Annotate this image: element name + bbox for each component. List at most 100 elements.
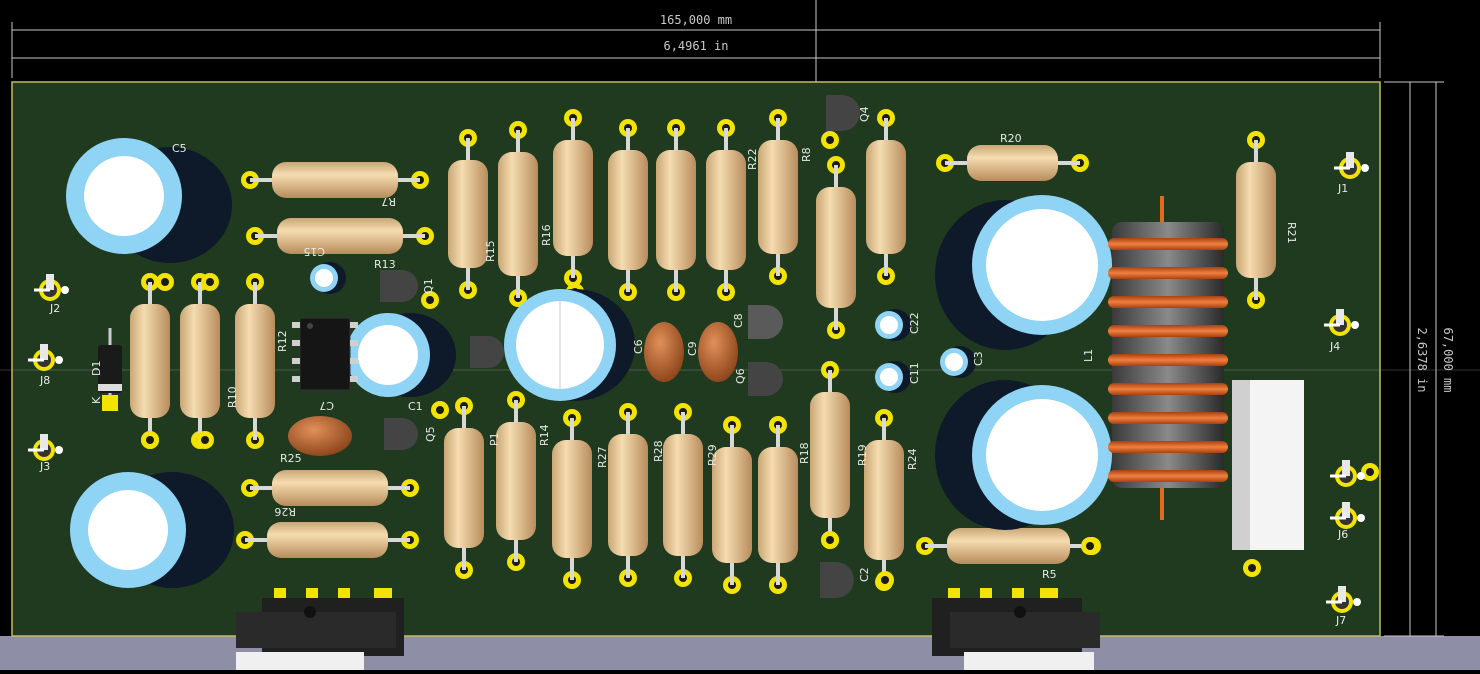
resistor-r7[interactable] [241,162,429,198]
resistor-r26[interactable] [236,522,419,558]
resistor-r25[interactable] [241,470,419,506]
capacitor-c15[interactable] [310,262,346,294]
resistor-r-c[interactable] [656,119,696,301]
resistor-r20[interactable] [936,145,1089,181]
label-c22: C22 [908,312,921,334]
dimension-width-mm: 165,000 mm [660,13,732,27]
resistor-r16[interactable] [498,121,538,307]
transistor-c8[interactable] [748,305,783,339]
label-c5: C5 [172,142,187,155]
label-r12: R12 [276,330,289,352]
capacitor-c-bottom-left[interactable] [70,472,234,588]
diode-d1[interactable] [98,328,122,411]
capacitor-center-large[interactable] [504,289,635,401]
label-l1: L1 [1082,349,1095,362]
resistor-r22[interactable] [758,109,798,285]
label-j7: J7 [1335,614,1346,627]
label-r14: R14 [538,424,551,446]
ceramic-capacitor-c9[interactable] [698,322,738,382]
pin-j4[interactable] [1324,309,1359,336]
pin-j3[interactable] [28,434,63,461]
capacitor-c11[interactable] [875,361,911,393]
capacitor-c5[interactable] [66,138,232,263]
label-r10: R10 [226,386,239,408]
label-q4: Q4 [858,106,871,122]
pin-j8[interactable] [28,344,63,371]
resistor-r-b[interactable] [608,119,648,301]
label-c8: C8 [732,313,745,328]
ceramic-capacitor-c6[interactable] [644,322,684,382]
capacitor-right-bottom[interactable] [935,380,1112,530]
resistor-r8[interactable] [816,156,856,339]
label-r24: R24 [906,448,919,470]
capacitor-c3[interactable] [940,346,976,378]
regulator-right[interactable] [932,588,1100,670]
resistor-r-e[interactable] [866,109,906,285]
capacitor-right-top[interactable] [935,195,1112,350]
label-p1: P1 [488,432,501,446]
resistor-r7b[interactable] [246,218,434,254]
regulator-left[interactable] [236,588,404,670]
label-k: K [90,396,103,404]
label-r13: R13 [374,258,396,271]
pin-j6[interactable] [1330,502,1365,529]
resistor-r-left2[interactable] [180,273,220,449]
label-r22: R22 [746,148,759,170]
label-c6: C6 [632,339,645,354]
transistor-q5[interactable] [384,418,418,450]
label-r21: R21 [1285,222,1298,244]
label-r19: R19 [856,444,869,466]
pin-j7[interactable] [1326,586,1361,613]
resistor-r-d[interactable] [706,119,746,301]
label-q6: Q6 [734,368,747,384]
transistor-q4[interactable] [826,95,860,131]
trimmer-block[interactable] [1232,380,1304,550]
ic-dip8[interactable] [292,317,358,391]
label-r7: R7 [381,195,396,208]
ceramic-capacitor-c7[interactable] [288,416,352,456]
resistor-r-a[interactable] [553,109,593,287]
transistor-q6[interactable] [748,362,783,396]
label-r26: R26 [274,505,296,518]
floor-plane [0,636,1480,670]
label-r25: R25 [280,452,302,465]
label-c11: C11 [908,362,921,384]
transistor-c7-bottom[interactable] [820,562,854,598]
resistor-r29[interactable] [712,416,752,594]
label-q5: Q5 [424,426,437,442]
resistor-r14[interactable] [496,391,536,571]
resistor-r28b[interactable] [663,403,703,587]
label-j2: J2 [49,302,60,315]
label-c7: C7 [319,399,334,412]
pin-j2[interactable] [34,274,69,301]
resistor-r21[interactable] [1236,131,1276,309]
capacitor-c22[interactable] [875,309,911,341]
dimension-height-mm: 67,000 mm [1441,327,1455,392]
label-c1: C1 [408,400,423,413]
label-r8: R8 [800,147,813,162]
label-c9: C9 [686,341,699,356]
pin-j1[interactable] [1334,152,1369,179]
resistor-r27[interactable] [552,409,592,589]
resistor-p1[interactable] [444,397,484,579]
inductor-l1[interactable] [1108,196,1228,520]
label-r20: R20 [1000,132,1022,145]
capacitor-c1[interactable] [346,313,456,397]
label-r18: R18 [798,442,811,464]
resistor-r29b[interactable] [758,416,798,594]
resistor-r15[interactable] [448,129,488,299]
label-r27: R27 [596,446,609,468]
resistor-r12[interactable] [235,273,275,449]
label-j4: J4 [1329,340,1340,353]
dimension-width-in: 6,4961 in [663,39,728,53]
silkscreen-labels: C5 R7 R13 Q1 C15 J1 J2 J3 J4 J6 J7 J8 D1… [39,106,1348,627]
transistor-q1[interactable] [380,270,418,302]
label-r15: R15 [484,240,497,262]
label-j3: J3 [39,460,50,473]
resistor-r28[interactable] [608,403,648,587]
transistor-p1[interactable] [470,336,504,368]
label-q1: Q1 [422,278,435,294]
pin-j5[interactable] [1330,460,1365,487]
